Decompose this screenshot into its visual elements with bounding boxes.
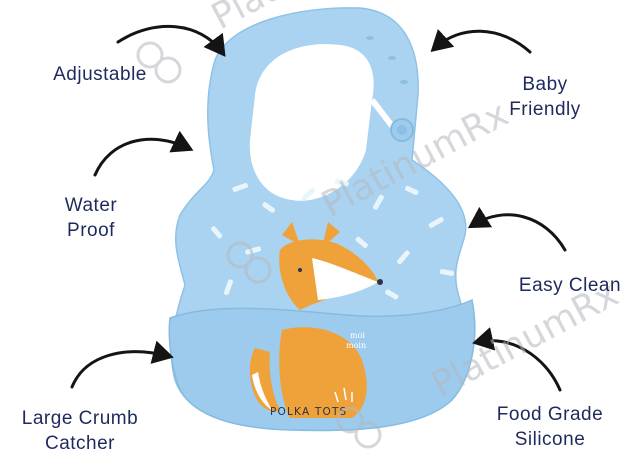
feature-water-proof: Water Proof (64, 195, 118, 241)
print-text-line-2: moin (346, 341, 366, 350)
arrow-crumb-catcher (70, 340, 174, 389)
fox-body-print: moi moin (249, 327, 367, 418)
watermark-logo-icon (136, 41, 382, 449)
feature-easy-clean: Easy Clean (518, 275, 622, 296)
feature-food-grade: Food Grade Silicone (496, 404, 604, 450)
feature-adjustable: Adjustable (53, 64, 147, 85)
arrow-baby-friendly (430, 29, 532, 54)
print-text-line-1: moi (350, 331, 365, 340)
arrow-water-proof (93, 130, 194, 177)
brand-name: POLKA TOTS (270, 406, 347, 418)
arrow-easy-clean (467, 206, 567, 252)
arrow-adjustable (116, 24, 226, 57)
feature-crumb-catcher: Large Crumb Catcher (21, 408, 139, 454)
fox-head-print (279, 222, 383, 310)
arrow-food-grade (472, 327, 562, 392)
callout-arrows (70, 24, 567, 392)
feature-baby-friendly: Baby Friendly (509, 74, 581, 120)
